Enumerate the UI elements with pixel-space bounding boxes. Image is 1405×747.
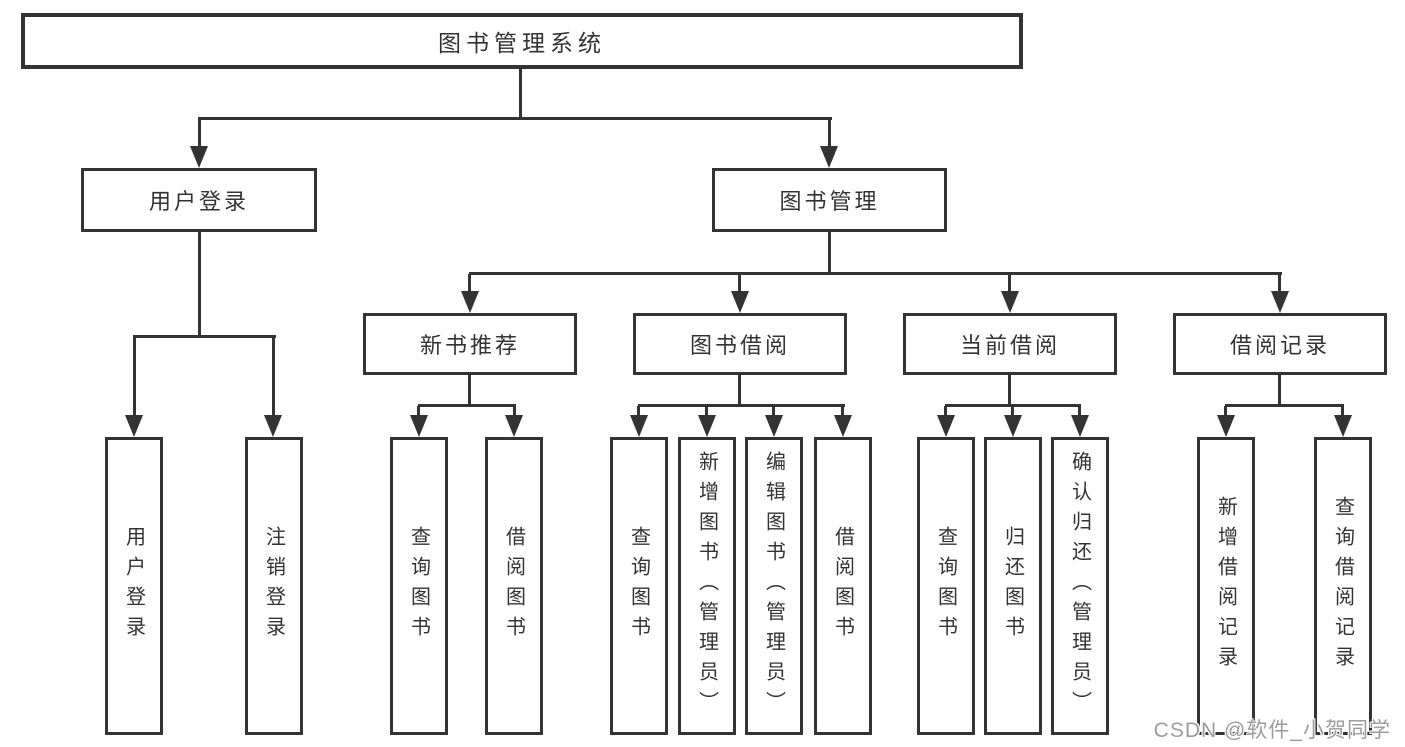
leaf-add-book-admin: 新增图书（管理员） (678, 437, 736, 735)
leaf-query-books-borrow-label: 查询图书 (627, 526, 650, 646)
connector-line (944, 406, 947, 415)
connector-line (1341, 406, 1344, 415)
connector-line (198, 232, 201, 337)
connector-line (841, 406, 844, 415)
leaf-user-login-label: 用户登录 (122, 526, 145, 646)
arrow-down-icon (461, 291, 479, 313)
connector-line (417, 406, 420, 415)
connector-line (1225, 404, 1344, 407)
node-root-label: 图书管理系统 (438, 30, 606, 56)
leaf-query-borrow-record-label: 查询借阅记录 (1331, 496, 1354, 676)
leaf-add-borrow-record: 新增借阅记录 (1197, 437, 1255, 735)
leaf-borrow-books-2: 借阅图书 (814, 437, 872, 735)
leaf-return-book: 归还图书 (984, 437, 1042, 735)
watermark: CSDN @软件_小贺同学 (1153, 719, 1391, 742)
leaf-logout-label: 注销登录 (262, 526, 285, 646)
connector-line (468, 274, 471, 291)
arrow-down-icon (937, 415, 955, 437)
arrow-down-icon (1071, 415, 1089, 437)
node-new-book-recommend-label: 新书推荐 (419, 333, 520, 358)
arrow-down-icon (1271, 291, 1289, 313)
connector-line (198, 119, 201, 147)
connector-line (1224, 406, 1227, 415)
connector-line (513, 406, 516, 415)
node-book-management: 图书管理 (712, 168, 947, 232)
connector-line (133, 335, 276, 338)
arrow-down-icon (731, 291, 749, 313)
arrow-down-icon (505, 415, 523, 437)
connector-line (1011, 406, 1014, 415)
arrow-down-icon (765, 415, 783, 437)
connector-line (468, 375, 471, 406)
connector-line (469, 272, 1282, 275)
connector-line (272, 337, 275, 415)
leaf-query-books-current: 查询图书 (917, 437, 975, 735)
connector-line (738, 375, 741, 406)
leaf-borrow-books-2-label: 借阅图书 (831, 526, 854, 646)
leaf-query-books-borrow: 查询图书 (610, 437, 668, 735)
leaf-borrow-books-recommend: 借阅图书 (485, 437, 543, 735)
connector-line (198, 117, 832, 120)
connector-line (828, 119, 831, 147)
arrow-down-icon (820, 146, 838, 168)
arrow-down-icon (834, 415, 852, 437)
node-current-borrow-label: 当前借阅 (959, 333, 1060, 358)
arrow-down-icon (1004, 415, 1022, 437)
arrow-down-icon (125, 415, 143, 437)
connector-line (637, 406, 640, 415)
connector-line (738, 274, 741, 291)
connector-line (1278, 375, 1281, 406)
leaf-query-books-recommend-label: 查询图书 (407, 526, 430, 646)
node-root: 图书管理系统 (21, 13, 1023, 69)
arrow-down-icon (190, 146, 208, 168)
node-book-management-label: 图书管理 (779, 189, 880, 214)
node-borrow-records: 借阅记录 (1173, 313, 1387, 375)
connector-line (705, 406, 708, 415)
arrow-down-icon (1217, 415, 1235, 437)
connector-line (1008, 375, 1011, 406)
connector-line (1078, 406, 1081, 415)
leaf-query-borrow-record: 查询借阅记录 (1314, 437, 1372, 735)
connector-line (772, 406, 775, 415)
arrow-down-icon (1001, 291, 1019, 313)
arrow-down-icon (410, 415, 428, 437)
leaf-logout: 注销登录 (245, 437, 303, 735)
connector-line (945, 404, 1081, 407)
node-new-book-recommend: 新书推荐 (363, 313, 577, 375)
arrow-down-icon (630, 415, 648, 437)
leaf-confirm-return-admin-label: 确认归还（管理员） (1068, 451, 1091, 721)
node-borrow-records-label: 借阅记录 (1229, 333, 1330, 358)
node-current-borrow: 当前借阅 (903, 313, 1117, 375)
leaf-return-book-label: 归还图书 (1001, 526, 1024, 646)
connector-line (418, 404, 516, 407)
connector-line (519, 69, 522, 118)
connector-line (133, 337, 136, 415)
arrow-down-icon (698, 415, 716, 437)
leaf-query-books-recommend: 查询图书 (390, 437, 448, 735)
leaf-user-login: 用户登录 (105, 437, 163, 735)
node-user-login-label: 用户登录 (148, 189, 249, 214)
node-book-borrow-label: 图书借阅 (689, 333, 790, 358)
node-book-borrow: 图书借阅 (633, 313, 847, 375)
connector-line (1278, 274, 1281, 291)
leaf-confirm-return-admin: 确认归还（管理员） (1051, 437, 1109, 735)
connector-line (638, 404, 845, 407)
connector-line (1008, 274, 1011, 291)
connector-line (828, 232, 831, 275)
arrow-down-icon (1334, 415, 1352, 437)
arrow-down-icon (264, 415, 282, 437)
leaf-query-books-current-label: 查询图书 (934, 526, 957, 646)
leaf-edit-book-admin: 编辑图书（管理员） (745, 437, 803, 735)
leaf-edit-book-admin-label: 编辑图书（管理员） (762, 451, 785, 721)
leaf-add-book-admin-label: 新增图书（管理员） (695, 451, 718, 721)
leaf-add-borrow-record-label: 新增借阅记录 (1214, 496, 1237, 676)
leaf-borrow-books-recommend-label: 借阅图书 (502, 526, 525, 646)
node-user-login: 用户登录 (81, 168, 317, 232)
